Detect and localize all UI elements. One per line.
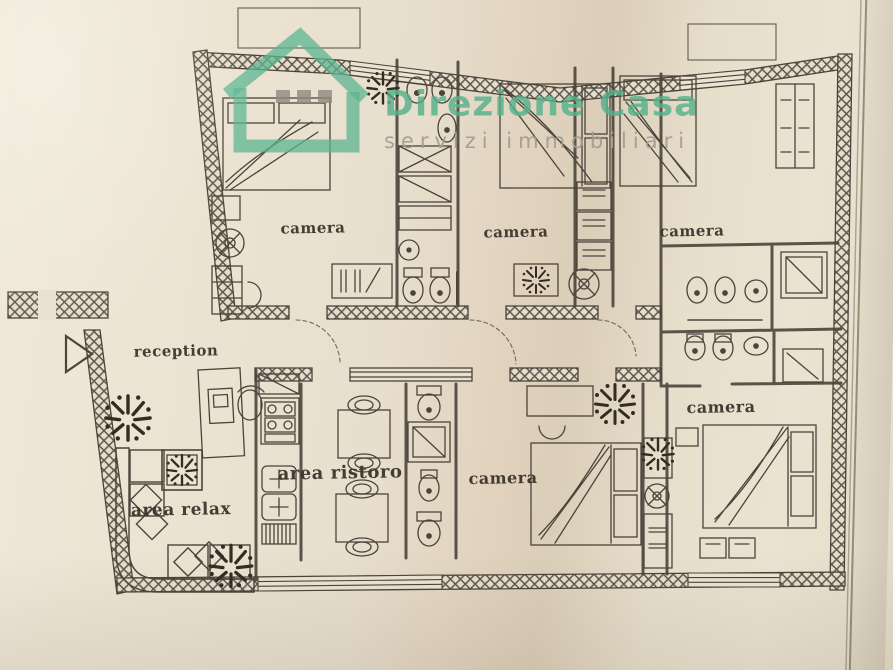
- closet-icon: [576, 181, 612, 271]
- office-chair-icon: [237, 385, 265, 421]
- desk-icon: [526, 385, 594, 440]
- dining-table-icon: [335, 479, 389, 557]
- corner-sofa-icon: [115, 447, 255, 593]
- room-label-camera-top-middle: camera: [483, 222, 549, 242]
- toilet-icon: [416, 511, 442, 547]
- room-label-camera-bottom-middle: camera: [468, 467, 538, 489]
- double-bed-icon: [499, 83, 611, 189]
- bathroom-bottom-right: [684, 333, 824, 383]
- balconies: [237, 7, 777, 61]
- room-label-reception: reception: [133, 341, 219, 361]
- ceiling-fan-icon: [568, 268, 600, 300]
- stove-icon: [260, 397, 300, 445]
- fridge-icon: [258, 373, 300, 395]
- sink-icon: [712, 333, 734, 361]
- bathroom-top-right: [686, 251, 828, 321]
- ceiling-fan-icon: [644, 483, 670, 509]
- extractor-icon: [398, 239, 420, 261]
- shower-icon: [782, 348, 824, 383]
- divider-furniture: [640, 436, 676, 569]
- direzione-casa-house-logo-icon: [222, 27, 369, 153]
- shelf-unit-icon: [331, 263, 393, 299]
- interior-walls: [227, 58, 843, 582]
- sink-icon: [684, 333, 706, 361]
- entrance-door-icon: [64, 333, 94, 375]
- sink-icon: [437, 113, 457, 143]
- bedroom-bottom-right-furniture: [675, 424, 817, 559]
- shower-icon: [407, 421, 451, 463]
- bench-icon: [699, 537, 756, 559]
- watermark-tagline: servizi immobiliari: [384, 129, 691, 153]
- door-swing-arcs: [295, 319, 637, 365]
- room-label-camera-top-left: camera: [280, 218, 346, 238]
- bathroom-bottom-middle: [407, 385, 451, 547]
- bidet-icon: [418, 469, 440, 502]
- dining-area-furniture: [335, 367, 473, 557]
- sink-unit-icon: [261, 465, 297, 521]
- bidet-icon: [429, 267, 451, 304]
- nightstand-icon: [211, 195, 241, 221]
- counter-icon: [349, 367, 473, 382]
- plant-icon: [521, 265, 551, 295]
- wardrobe-icon: [775, 83, 815, 169]
- cabinet-icon: [398, 145, 452, 231]
- bidet-icon: [431, 76, 453, 104]
- ceiling-fan-icon: [215, 228, 245, 258]
- paper-crease: [845, 0, 862, 670]
- bidet-icon: [743, 336, 769, 356]
- nightstand-icon: [675, 427, 699, 447]
- reception-desk-icon: [197, 367, 246, 459]
- bidet-icon: [714, 276, 736, 304]
- bedroom-top-right-furniture: [619, 75, 815, 187]
- double-bed-icon: [530, 442, 642, 546]
- dresser-icon: [513, 263, 559, 297]
- double-bed-icon: [702, 424, 817, 529]
- plant-icon: [165, 453, 199, 487]
- dining-table-icon: [337, 395, 391, 473]
- room-label-area-ristoro: area ristoro: [277, 461, 403, 485]
- reception-furniture: [103, 367, 265, 459]
- toilet-icon: [416, 385, 442, 421]
- bedroom-top-middle-furniture: [499, 83, 612, 300]
- toilet-icon: [402, 267, 424, 304]
- radiator-icon: [261, 523, 297, 545]
- shower-icon: [780, 251, 828, 299]
- double-bed-icon: [619, 75, 697, 187]
- plant-icon: [208, 543, 254, 589]
- room-label-camera-bottom-right: camera: [686, 396, 756, 418]
- kitchen-furniture: [258, 373, 300, 545]
- washbasin-icon: [744, 279, 768, 303]
- watermark-brand: Direzione Casa: [384, 84, 700, 125]
- toilet-icon: [686, 276, 708, 304]
- room-label-camera-top-right: camera: [659, 221, 725, 241]
- cabinet-icon: [643, 513, 673, 569]
- plant-icon: [640, 436, 676, 472]
- plant-icon: [103, 393, 153, 443]
- bathroom-top-left: [365, 70, 458, 305]
- desk-icon: [211, 265, 262, 315]
- relax-area-furniture: [115, 447, 255, 593]
- bedroom-bottom-middle-furniture: [526, 382, 642, 546]
- plant-icon: [593, 382, 637, 426]
- toilet-icon: [406, 76, 428, 104]
- bottom-windows: [257, 572, 781, 592]
- room-label-area-relax: area relax: [130, 499, 232, 521]
